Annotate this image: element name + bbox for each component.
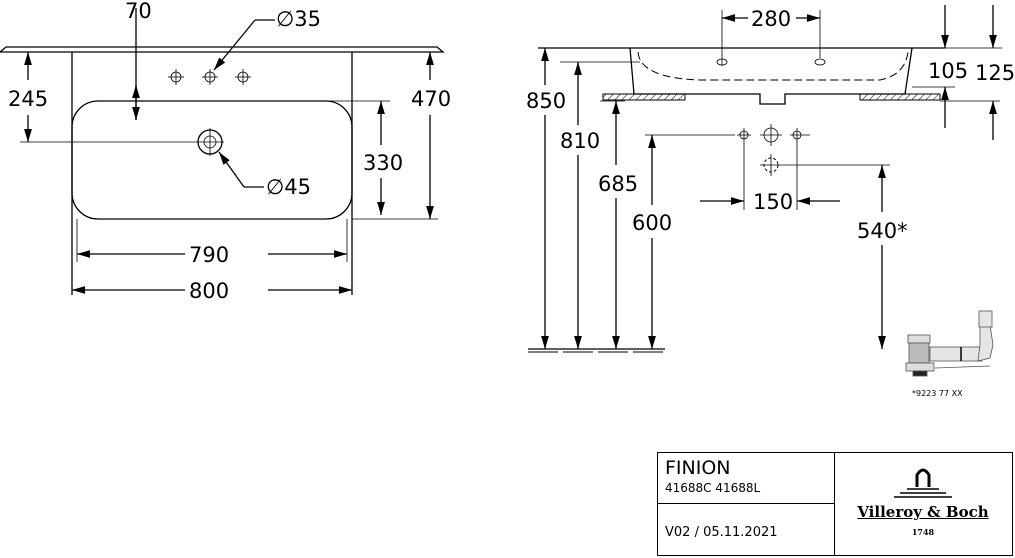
- product-name: FINION: [665, 457, 731, 479]
- dim-70: 70: [125, 0, 152, 23]
- countertop-left: [602, 93, 686, 101]
- dim-diameter-35: ∅35: [276, 7, 321, 31]
- logo-mark-icon: [894, 468, 952, 498]
- product-codes: 41688C 41688L: [665, 481, 761, 495]
- dim-diameter-45: ∅45: [266, 175, 311, 199]
- version-date: V02 / 05.11.2021: [665, 525, 778, 540]
- siphon-article-code: *9223 77 XX: [912, 389, 963, 398]
- dim-125: 125: [975, 61, 1015, 85]
- dim-800: 800: [189, 279, 229, 303]
- dim-600: 600: [632, 211, 672, 235]
- dim-685: 685: [598, 172, 638, 196]
- dim-150: 150: [753, 190, 793, 214]
- countertop-right: [859, 93, 941, 101]
- basin-rim: [0, 46, 445, 53]
- dim-245: 245: [8, 87, 48, 111]
- dim-330: 330: [363, 151, 403, 175]
- brand-name: Villeroy & Boch: [857, 503, 989, 521]
- top-view: 70 ∅35 245 470 330 ∅45 790 800: [0, 0, 451, 303]
- dim-540: 540*: [857, 219, 908, 243]
- title-block: FINION 41688C 41688L V02 / 05.11.2021 Vi…: [657, 452, 1013, 556]
- dim-470: 470: [411, 87, 451, 111]
- dim-105: 105: [928, 59, 968, 83]
- dim-810: 810: [560, 129, 600, 153]
- drain-hole: [20, 128, 224, 156]
- dim-850: 850: [526, 89, 566, 113]
- brand-year: 1748: [911, 527, 935, 537]
- dim-280: 280: [751, 7, 791, 31]
- dim-790: 790: [189, 243, 229, 267]
- side-view: 280 105 125 850 810 685 600: [526, 5, 1015, 353]
- tap-holes: [168, 69, 251, 85]
- brand-logo: Villeroy & Boch 1748: [834, 453, 1012, 555]
- siphon-illustration: [905, 310, 994, 377]
- basin-bowl: [71, 100, 353, 220]
- tap-hole-markers: [737, 124, 810, 146]
